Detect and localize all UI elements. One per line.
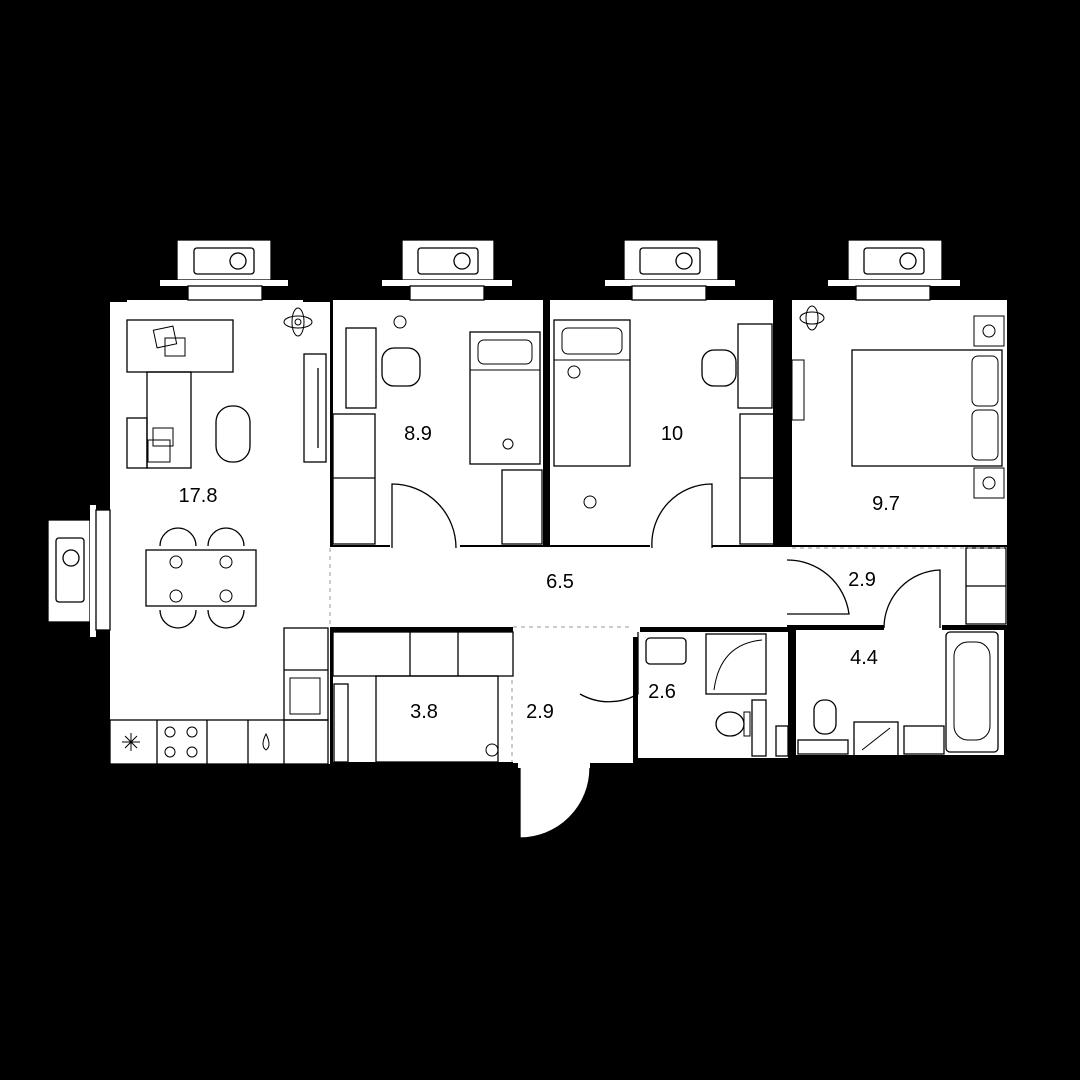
stove-icon xyxy=(164,726,198,758)
doors xyxy=(391,483,941,839)
room-labels: 17.8 8.9 10 9.7 6.5 2.9 4.4 3.8 2.9 2.6 xyxy=(179,423,900,723)
room-bathroom xyxy=(796,630,1004,755)
fan-icon xyxy=(62,549,80,567)
fan-unit-2 xyxy=(382,239,512,301)
area-bathroom: 4.4 xyxy=(850,647,878,669)
area-corridor: 6.5 xyxy=(546,571,574,593)
toy-icon xyxy=(485,743,499,757)
shower-icon xyxy=(705,633,767,695)
fan-unit-3 xyxy=(605,239,735,301)
bed-icon xyxy=(851,349,1003,467)
room-toilet xyxy=(638,632,788,758)
area-bedroom-3: 9.7 xyxy=(872,493,900,515)
chair-icon xyxy=(701,349,737,387)
sink-icon xyxy=(289,677,321,715)
fan-unit-left xyxy=(47,505,111,637)
area-bedroom-2: 10 xyxy=(661,423,683,445)
room-bedroom-1 xyxy=(333,300,543,545)
fan-unit-1 xyxy=(160,239,288,301)
area-toilet: 2.6 xyxy=(648,681,676,703)
sink-icon xyxy=(645,637,687,665)
washing-machine-icon xyxy=(853,721,899,757)
toy-icon xyxy=(393,315,407,329)
storage-furniture xyxy=(332,631,514,763)
room-bedroom-2 xyxy=(550,300,773,545)
flower-icon xyxy=(283,307,313,337)
area-hall: 2.9 xyxy=(848,569,876,591)
area-living-kitchen: 17.8 xyxy=(179,485,218,507)
room-storage xyxy=(333,632,513,762)
desk-icon xyxy=(737,323,773,409)
area-bedroom-1: 8.9 xyxy=(404,423,432,445)
room-corridor xyxy=(330,547,787,627)
floor-areas xyxy=(110,300,1007,764)
desk-icon xyxy=(345,327,377,409)
bathroom-furniture xyxy=(775,631,999,757)
balcony-units xyxy=(47,239,960,637)
toy-icon xyxy=(567,365,581,379)
flower-icon xyxy=(799,305,825,331)
fan-icon xyxy=(899,252,917,270)
room-living-kitchen xyxy=(110,302,330,764)
fan-icon xyxy=(675,252,693,270)
dining-table xyxy=(145,549,257,607)
toilet-furniture xyxy=(645,633,767,757)
fan-unit-4 xyxy=(828,239,960,301)
bedroom-3-furniture xyxy=(791,305,1007,625)
fridge-icon xyxy=(122,733,140,751)
living-furniture xyxy=(109,307,329,765)
fan-icon xyxy=(229,252,247,270)
bedroom-2-furniture xyxy=(553,319,783,545)
room-entrance xyxy=(513,627,633,763)
area-storage: 3.8 xyxy=(410,701,438,723)
bed-icon xyxy=(469,331,541,465)
fan-icon xyxy=(453,252,471,270)
area-entrance: 2.9 xyxy=(526,701,554,723)
sink-icon xyxy=(903,725,945,755)
bed-icon xyxy=(553,319,631,467)
bedroom-1-furniture xyxy=(332,315,543,545)
bathtub-icon xyxy=(945,631,999,753)
chair-icon xyxy=(381,347,421,387)
table-icon xyxy=(215,405,251,463)
toilet-icon xyxy=(813,699,837,735)
room-bedroom-3 xyxy=(792,300,1007,545)
zone-separators xyxy=(329,547,1005,762)
